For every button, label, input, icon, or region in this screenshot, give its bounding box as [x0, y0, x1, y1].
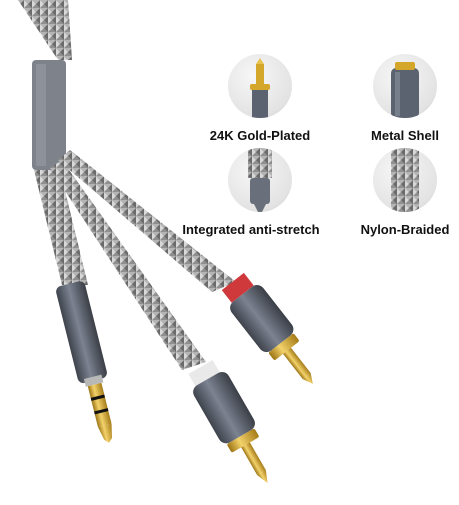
anti-stretch-icon	[228, 148, 292, 212]
feature-anti-stretch: Integrated anti-stretch	[182, 148, 320, 237]
feature-gold-plated: 24K Gold-Plated	[200, 54, 320, 143]
feature-metal-shell: Metal Shell	[345, 54, 459, 143]
rca-red-cable	[58, 150, 236, 292]
nylon-braid-icon	[373, 148, 437, 212]
main-cable	[18, 0, 72, 60]
feature-label: Nylon-Braided	[360, 222, 450, 237]
rca-white-cable	[50, 160, 206, 370]
metal-shell-icon	[373, 54, 437, 118]
gold-plug-tip-icon	[228, 54, 292, 118]
feature-label: 24K Gold-Plated	[209, 128, 311, 143]
feature-label: Metal Shell	[371, 128, 439, 143]
feature-label: Integrated anti-stretch	[182, 222, 320, 237]
rca-red-plug	[221, 272, 313, 384]
rca-white-plug	[188, 359, 268, 484]
jack-cable	[34, 170, 88, 285]
aux-jack-plug	[56, 281, 113, 443]
feature-nylon-braided: Nylon-Braided	[345, 148, 459, 237]
